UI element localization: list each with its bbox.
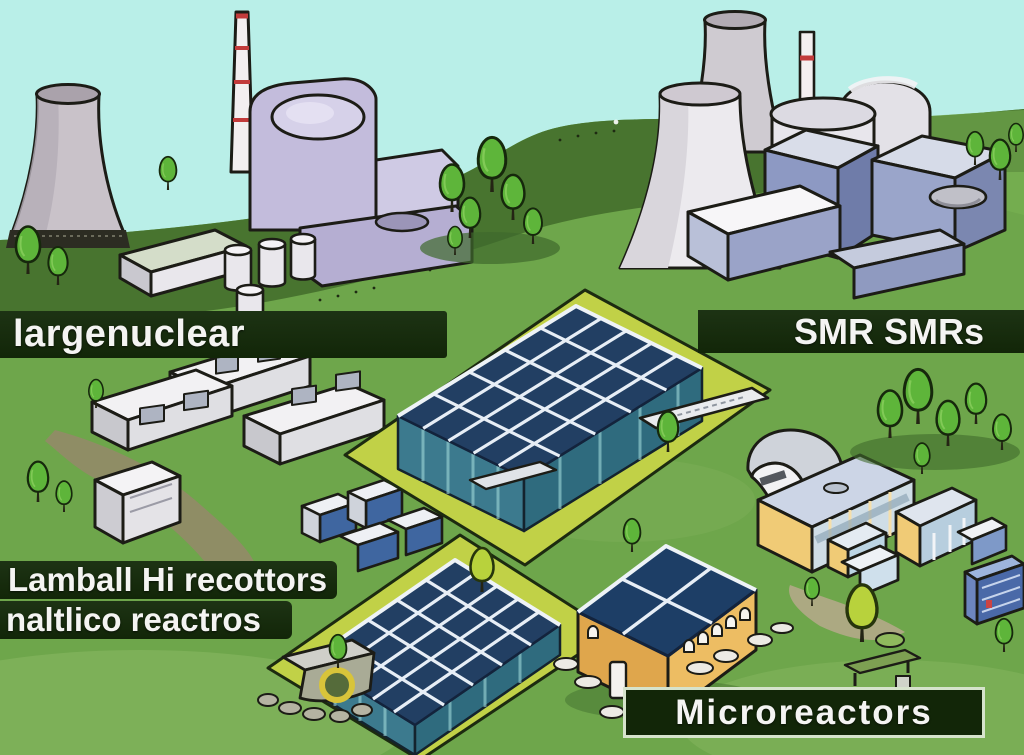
container-3 [242,370,386,466]
label-microreactors: Microreactors [623,687,985,738]
label-small-reactors-line1: Lamball Hi recottors [0,561,337,599]
storage-tanks [223,232,317,324]
small-white-unit [93,460,182,545]
smr-cylinder-top [769,96,877,132]
micro-annex-buildings [826,486,1008,598]
quonset-window [759,470,787,486]
rooftop-vent [374,211,430,233]
door [608,660,628,700]
rocks-vehicles [553,622,794,719]
roof-edge-highlight [576,544,757,614]
rocks [257,693,373,723]
label-small-reactors-line2: naltlico reactros [0,601,292,639]
flower-dot [613,119,619,125]
solar-roof-grid [330,571,540,714]
yellow-ring [319,667,355,703]
loading-dock [468,460,558,491]
label-smrs: SMR SMRs [698,310,1024,353]
smr-tower-front-rim [658,81,742,107]
solar-roof-dividers [621,566,713,636]
rock-machine [257,638,376,723]
large-nuclear-plant [6,10,474,324]
containment-dome-highlight [286,102,334,124]
solar-building-center [343,288,772,567]
blue-container-unit [963,554,1024,626]
yellow-solar-building [553,544,794,720]
label-large-nuclear: largenuclear [0,311,447,358]
smr-long-building-side [686,210,730,282]
cooling-tower-rim [35,83,101,105]
solar-roof-grid [422,317,678,467]
cooling-tower-shade [12,95,59,233]
smr-low-box-front [852,242,966,300]
smr-tower-front-shade [620,96,689,268]
roof-edge-highlight [308,558,562,662]
aux-side [118,253,153,298]
roof-edge-highlight [396,304,703,418]
smr-tower-rear-rim [703,10,767,30]
conveyor-slats [659,396,745,421]
glass-reflection [814,493,910,544]
solar-building-bottom [266,533,614,755]
smr-dome-highlight [847,76,918,93]
trees-background [14,122,1024,287]
container-marking [986,600,992,608]
glass-mullions [421,383,680,519]
trees-foreground [26,367,1020,669]
arched-windows [587,607,751,653]
container-2 [90,368,234,452]
roof-vent [823,482,849,494]
smr-plant [618,10,1007,300]
smr-roof-tank-shade [934,197,982,208]
smr-chimney [798,30,816,109]
mini-blue-containers [300,478,444,573]
